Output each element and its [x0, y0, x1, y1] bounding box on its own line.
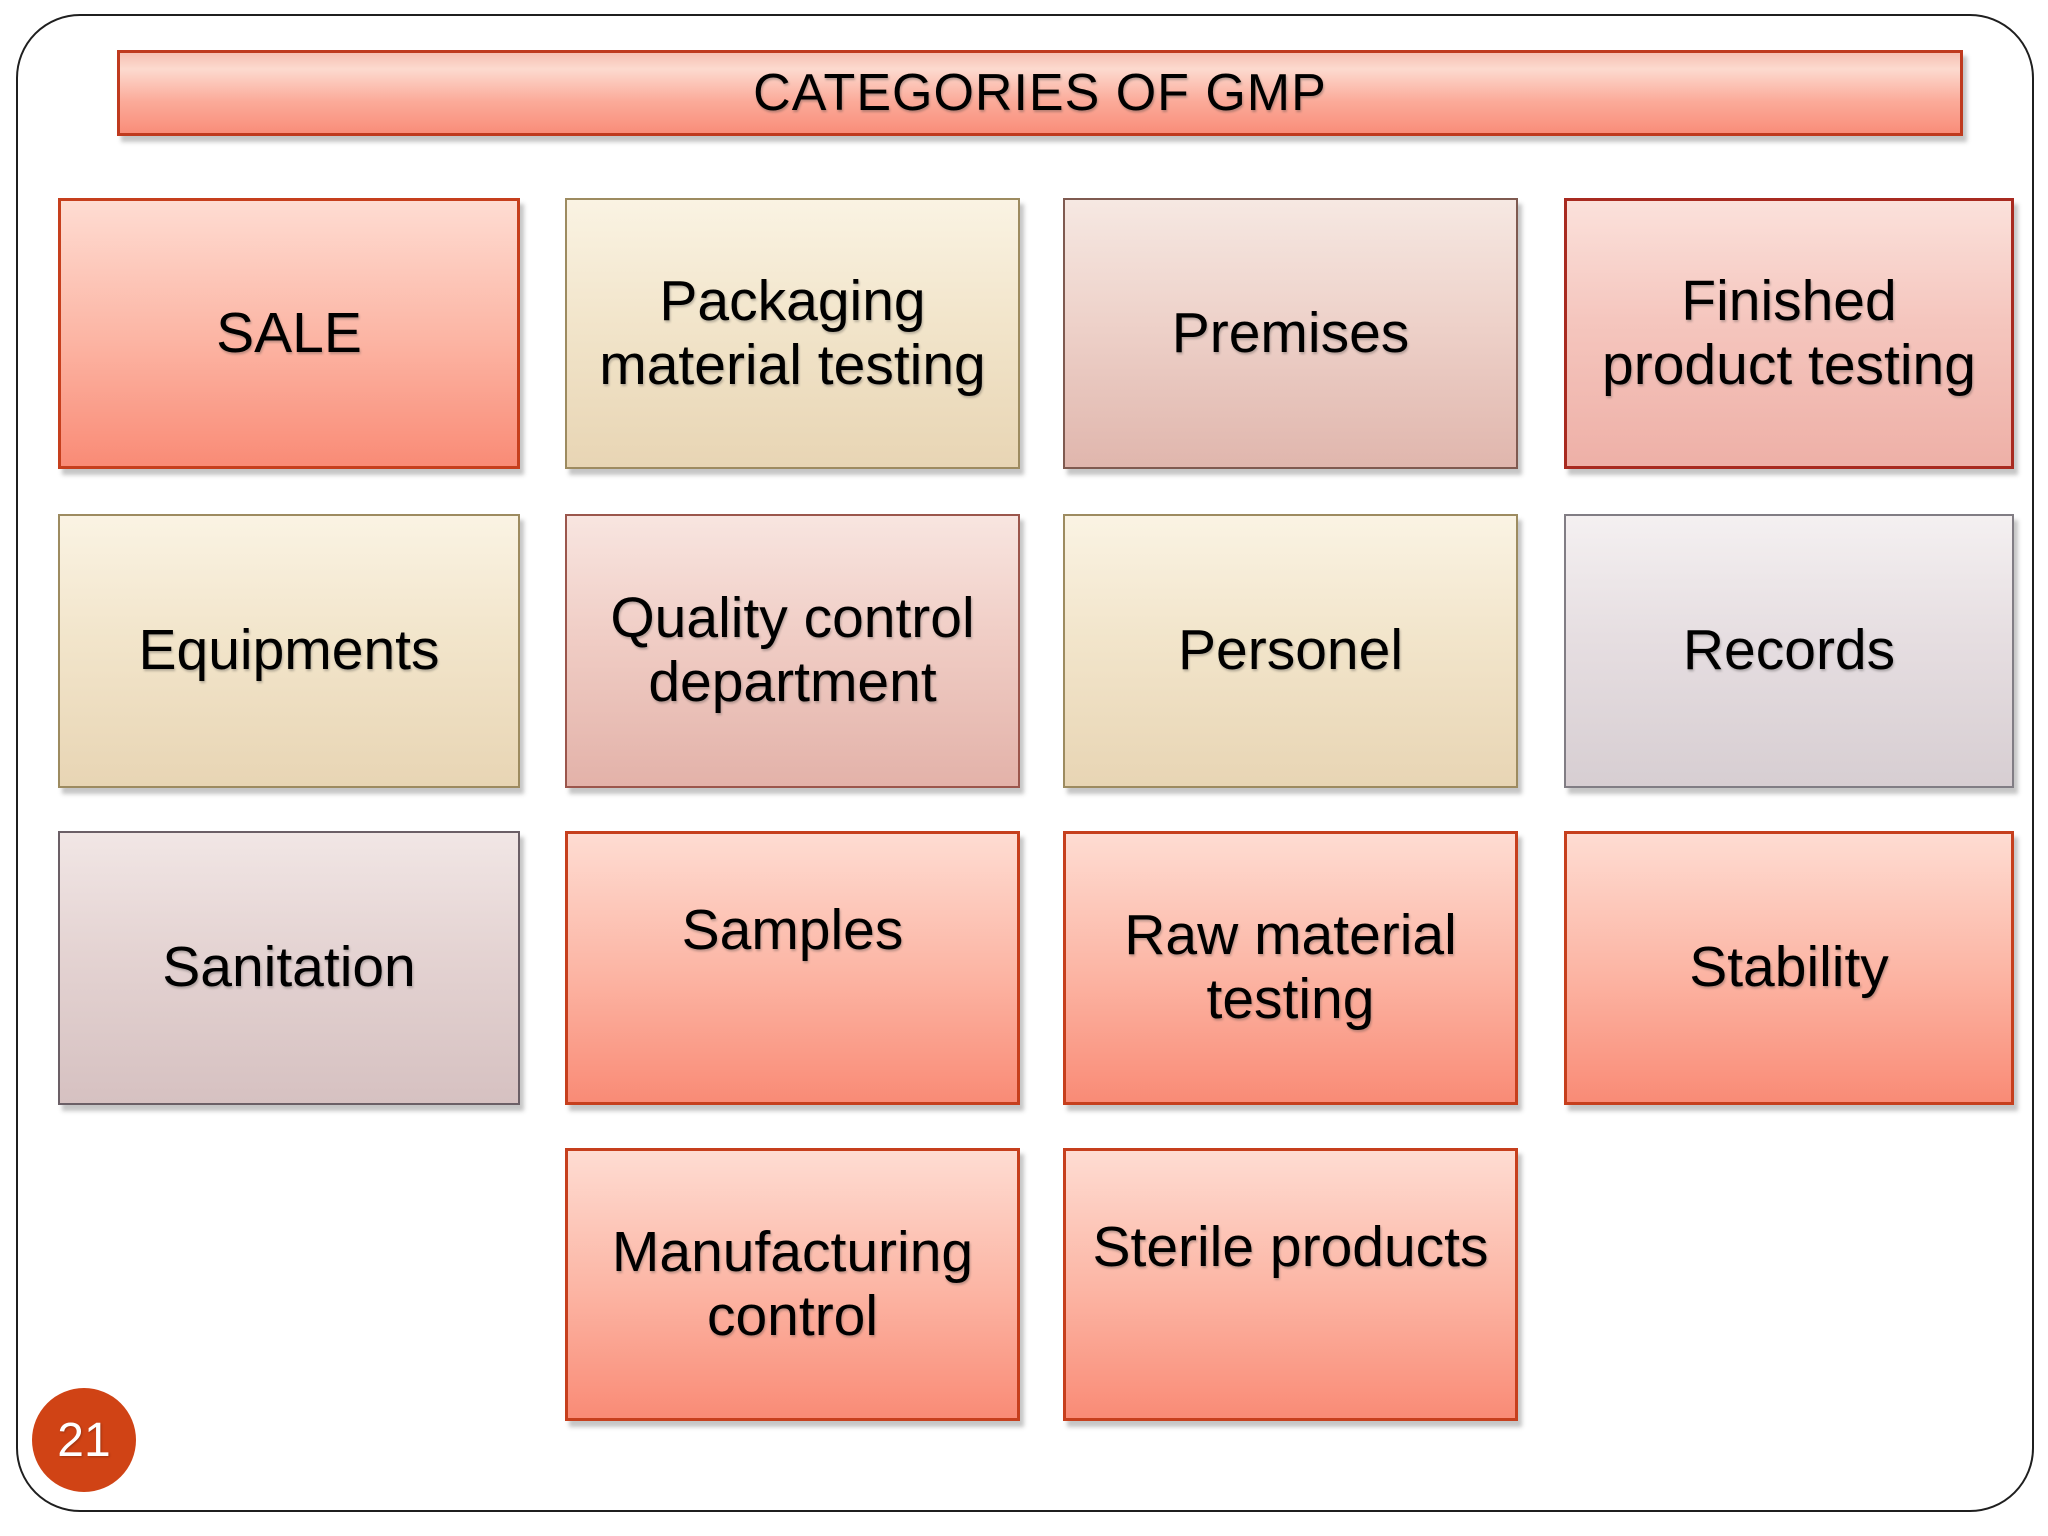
category-box-label: Manufacturing control — [611, 1219, 974, 1348]
category-box: Sterile products — [1063, 1148, 1518, 1421]
category-box: Equipments — [58, 514, 520, 788]
category-box: Quality control department — [565, 514, 1020, 788]
category-box: Stability — [1564, 831, 2014, 1105]
category-box: Sanitation — [58, 831, 520, 1105]
category-box-label: Raw material testing — [1124, 903, 1457, 1031]
category-box-label: Quality control department — [610, 586, 975, 714]
category-box-label: Premises — [1171, 300, 1410, 365]
category-box: Records — [1564, 514, 2014, 788]
category-box-label: Packaging material testing — [599, 268, 986, 397]
slide-title-banner: CATEGORIES OF GMP — [117, 50, 1963, 136]
slide-title: CATEGORIES OF GMP — [753, 64, 1327, 122]
category-box-label: Finished product testing — [1602, 268, 1976, 397]
category-box-label: Personel — [1178, 618, 1403, 683]
category-box-label: Equipments — [138, 618, 440, 683]
category-box-label: SALE — [216, 300, 362, 365]
page-number: 21 — [57, 1413, 111, 1467]
category-box: Personel — [1063, 514, 1518, 788]
category-box-label: Records — [1682, 618, 1896, 683]
category-box-label: Sanitation — [162, 935, 416, 1000]
category-box: Finished product testing — [1564, 198, 2014, 469]
category-box-label: Stability — [1689, 935, 1889, 1000]
category-box-label: Samples — [681, 898, 904, 963]
category-box: Packaging material testing — [565, 198, 1020, 469]
page-number-badge: 21 — [32, 1388, 136, 1492]
category-box: SALE — [58, 198, 520, 469]
category-box: Samples — [565, 831, 1020, 1105]
category-box-label: Sterile products — [1092, 1214, 1489, 1279]
category-box: Manufacturing control — [565, 1148, 1020, 1421]
category-box: Raw material testing — [1063, 831, 1518, 1105]
category-box: Premises — [1063, 198, 1518, 469]
